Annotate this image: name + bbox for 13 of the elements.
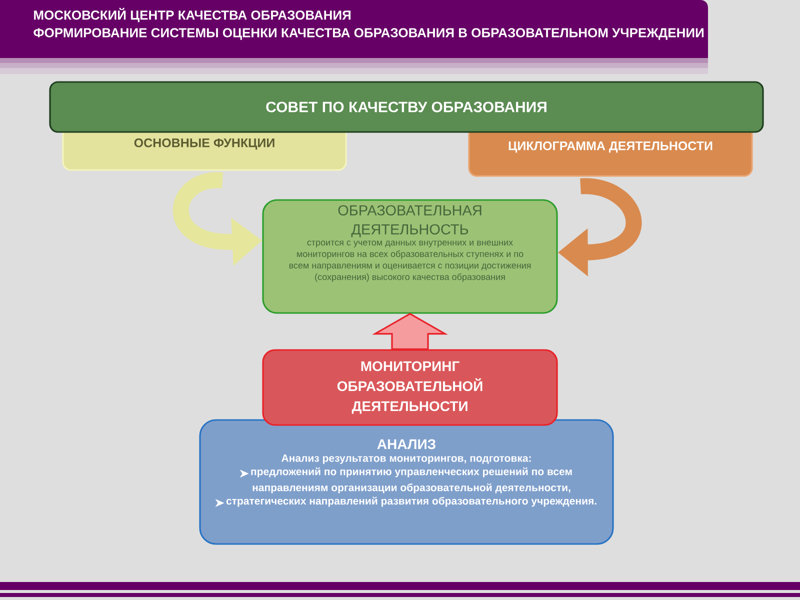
activity-box (262, 199, 558, 314)
box-heading: АНАЛИЗ (377, 439, 436, 450)
analysis-box (199, 419, 614, 545)
slide-title: ФОРМИРОВАНИЕ СИСТЕМЫ ОЦЕНКИ КАЧЕСТВА ОБРАЗОВАНИЯ В ОБРАЗОВАТЕЛЬНОМ УЧРЕЖДЕНИИ (34, 28, 704, 40)
council-box: СОВЕТ ПО КАЧЕСТВУ ОБРАЗОВАНИЯ (49, 81, 764, 133)
bullet-text: предложений по принятию управленческих решений по всем направлениям организации образовательной деятельности, (251, 467, 572, 494)
monitoring-box: МОНИТОРИНГ ОБРАЗОВАТЕЛЬНОЙ ДЕЯТЕЛЬНОСТИ (262, 349, 558, 426)
block-arrow (372, 312, 448, 350)
box-text: Анализ результатов мониторингов, подготовка: (282, 454, 531, 464)
bullet-text: стратегических направлений развития образовательного учреждения. (226, 496, 596, 507)
box-text: строится с учетом данных внутренних и внешних мониторингов на всех образовательных ступенях и по всем направлениям и оценивается с позиции достижения (сохранения) высокого качества образования (289, 240, 531, 282)
header-text: МОСКОВСКИЙ ЦЕНТР КАЧЕСТВА ОБРАЗОВАНИЯ (34, 8, 351, 22)
box-heading: ОБРАЗОВАТЕЛЬНАЯ ДЕЯТЕЛЬНОСТЬ (338, 205, 482, 238)
